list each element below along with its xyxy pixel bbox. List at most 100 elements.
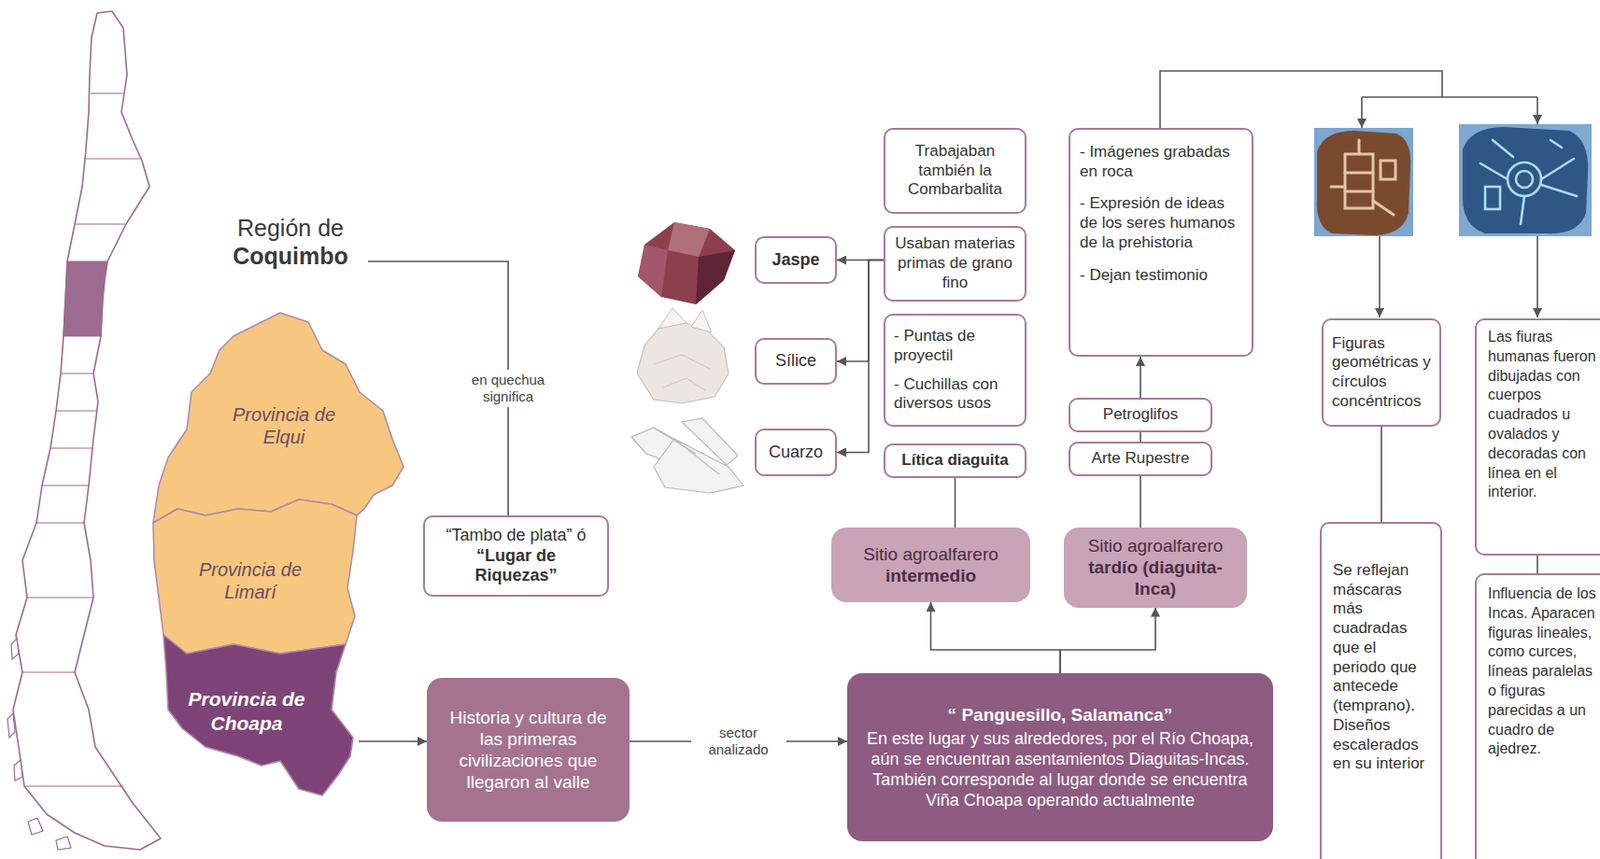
jaspe-stone [637, 222, 736, 305]
connector [1139, 356, 1142, 398]
box-text: Se reflejan máscaras más cuadradas que e… [1332, 561, 1433, 775]
cuarzo-crystals [681, 418, 738, 466]
region-lines [22, 671, 75, 673]
site-box: “ Panguesillo, Salamanca”En este lugar y… [847, 673, 1274, 842]
cuarzo-crystals [631, 418, 744, 494]
photo-arrow [1378, 236, 1381, 318]
photo-arrow [1536, 236, 1539, 318]
info-box: - Puntas de proyectil- Cuchillas con div… [883, 313, 1027, 427]
connector [954, 478, 957, 528]
region-lines [27, 596, 94, 598]
box-text: Sílice [764, 351, 827, 372]
petroglyph-photo-1 [1345, 171, 1374, 175]
province-region: Provincia de Limarí [153, 499, 357, 654]
box-text: Lítica diaguita [893, 451, 1017, 471]
connector [1060, 608, 1156, 675]
period-box: Sitio agroalfarero tardío (diaguita-Inca… [1063, 527, 1247, 609]
box-text: Usaban materias primas de grano fino [893, 234, 1017, 293]
petroglyph-photo-2 [1458, 124, 1592, 237]
petroglyph-photo-1 [1345, 190, 1374, 194]
silice-stone [663, 378, 706, 391]
region-fill [163, 635, 354, 796]
cuarzo-crystals [674, 438, 720, 475]
connector [1380, 426, 1383, 523]
bracket-arrow [1536, 97, 1539, 125]
box-text: Jaspe [764, 250, 827, 271]
box-text: - Imágenes grabadas en roca [1079, 142, 1243, 182]
description-box: Las fiuras humanas fueron dibujadas con … [1474, 318, 1600, 556]
connector [1139, 476, 1142, 528]
box-text: Sitio agroalfarero tardío (diaguita-Inca… [1073, 535, 1238, 601]
region-lines [22, 93, 142, 787]
petroglyph-photo-2 [1541, 184, 1577, 197]
box-text: - Cuchillas con diversos usos [893, 375, 1017, 414]
box-text: Influencia de los Incas. Aparacen figura… [1487, 584, 1599, 760]
petroglyph-photo-2 [1480, 163, 1508, 180]
box-text: Petroglifos [1078, 405, 1203, 425]
box-text: - Dejan testimonio [1079, 266, 1243, 286]
silice-stone [637, 308, 729, 404]
mineral-box: Jaspe [754, 236, 837, 284]
description-box: Se reflejan máscaras más cuadradas que e… [1319, 522, 1443, 859]
region-lines [50, 447, 93, 449]
bracket-line [1160, 70, 1443, 128]
petroglyph-photo-2 [1462, 127, 1588, 234]
description-box: Figuras geométricas y círculos concéntri… [1321, 318, 1442, 427]
silice-stone [653, 354, 710, 369]
islands [7, 638, 71, 850]
jaspe-stone [667, 222, 710, 257]
mineral-box: Cuarzo [754, 428, 837, 477]
region-lines [56, 410, 97, 411]
islands [56, 836, 71, 850]
petroglyph-photo-1 [1373, 200, 1394, 215]
connector [836, 260, 884, 363]
petroglyph-photo-2 [1492, 140, 1514, 157]
region-heading: Región de Coquimbo [220, 211, 361, 273]
islands [11, 638, 19, 660]
petroglyph-photo-1 [1314, 127, 1414, 237]
jaspe-stone [637, 222, 736, 305]
box-text: Sitio agroalfarero intermedio [840, 543, 1021, 587]
islands [7, 713, 15, 738]
bracket-arrow [1360, 97, 1363, 128]
petroglyph-photo-1 [1330, 185, 1346, 189]
silice-stone [637, 322, 729, 404]
region-lines [36, 522, 85, 524]
box-text: “Tambo de plata” ó “Lugar de Riquezas” [433, 525, 599, 588]
box-text: Historia y cultura de las primeras civil… [439, 707, 617, 794]
connector [931, 602, 1062, 674]
cuarzo-crystals [653, 427, 696, 454]
jaspe-stone [695, 250, 736, 305]
box-text: Cuarzo [764, 442, 827, 464]
chile-map [7, 11, 161, 850]
meaning-box: “Tambo de plata” ó “Lugar de Riquezas” [423, 515, 609, 597]
category-box: Lítica diaguita [883, 443, 1027, 479]
topic-box: Historia y cultura de las primeras civil… [426, 678, 630, 822]
region-name: Provincia de Choapa [171, 687, 322, 736]
info-box: Trabajaban también la Combarbalita [883, 127, 1027, 214]
region-lines [60, 372, 94, 374]
petroglyph-photo-2 [1485, 186, 1501, 210]
petroglyph-photo-1 [1358, 140, 1361, 155]
region-lines [42, 484, 89, 486]
period-box: Sitio agroalfarero intermedio [831, 527, 1031, 603]
petroglyph-photo-2 [1507, 162, 1542, 197]
box-text: Región de Coquimbo [220, 213, 361, 271]
region-name: Provincia de Limarí [189, 558, 312, 605]
petroglyph-photo-2 [1520, 196, 1525, 225]
connector [1139, 432, 1142, 442]
coquimbo-highlight [63, 261, 108, 337]
box-text: Las fiuras humanas fueron dibujadas con … [1487, 327, 1599, 503]
silice-stone [658, 308, 687, 329]
petroglyph-photo-2 [1458, 124, 1592, 237]
connector [1536, 555, 1539, 574]
connector [358, 740, 427, 743]
islands [14, 760, 23, 781]
petroglyph-photo-1 [1316, 130, 1411, 236]
petroglyph-photo-1 [1380, 160, 1396, 180]
jaspe-stone [637, 244, 668, 298]
region-lines [90, 92, 124, 94]
province-region: Provincia de Elqui [153, 312, 404, 524]
info-box: Usaban materias primas de grano fino [883, 226, 1027, 302]
